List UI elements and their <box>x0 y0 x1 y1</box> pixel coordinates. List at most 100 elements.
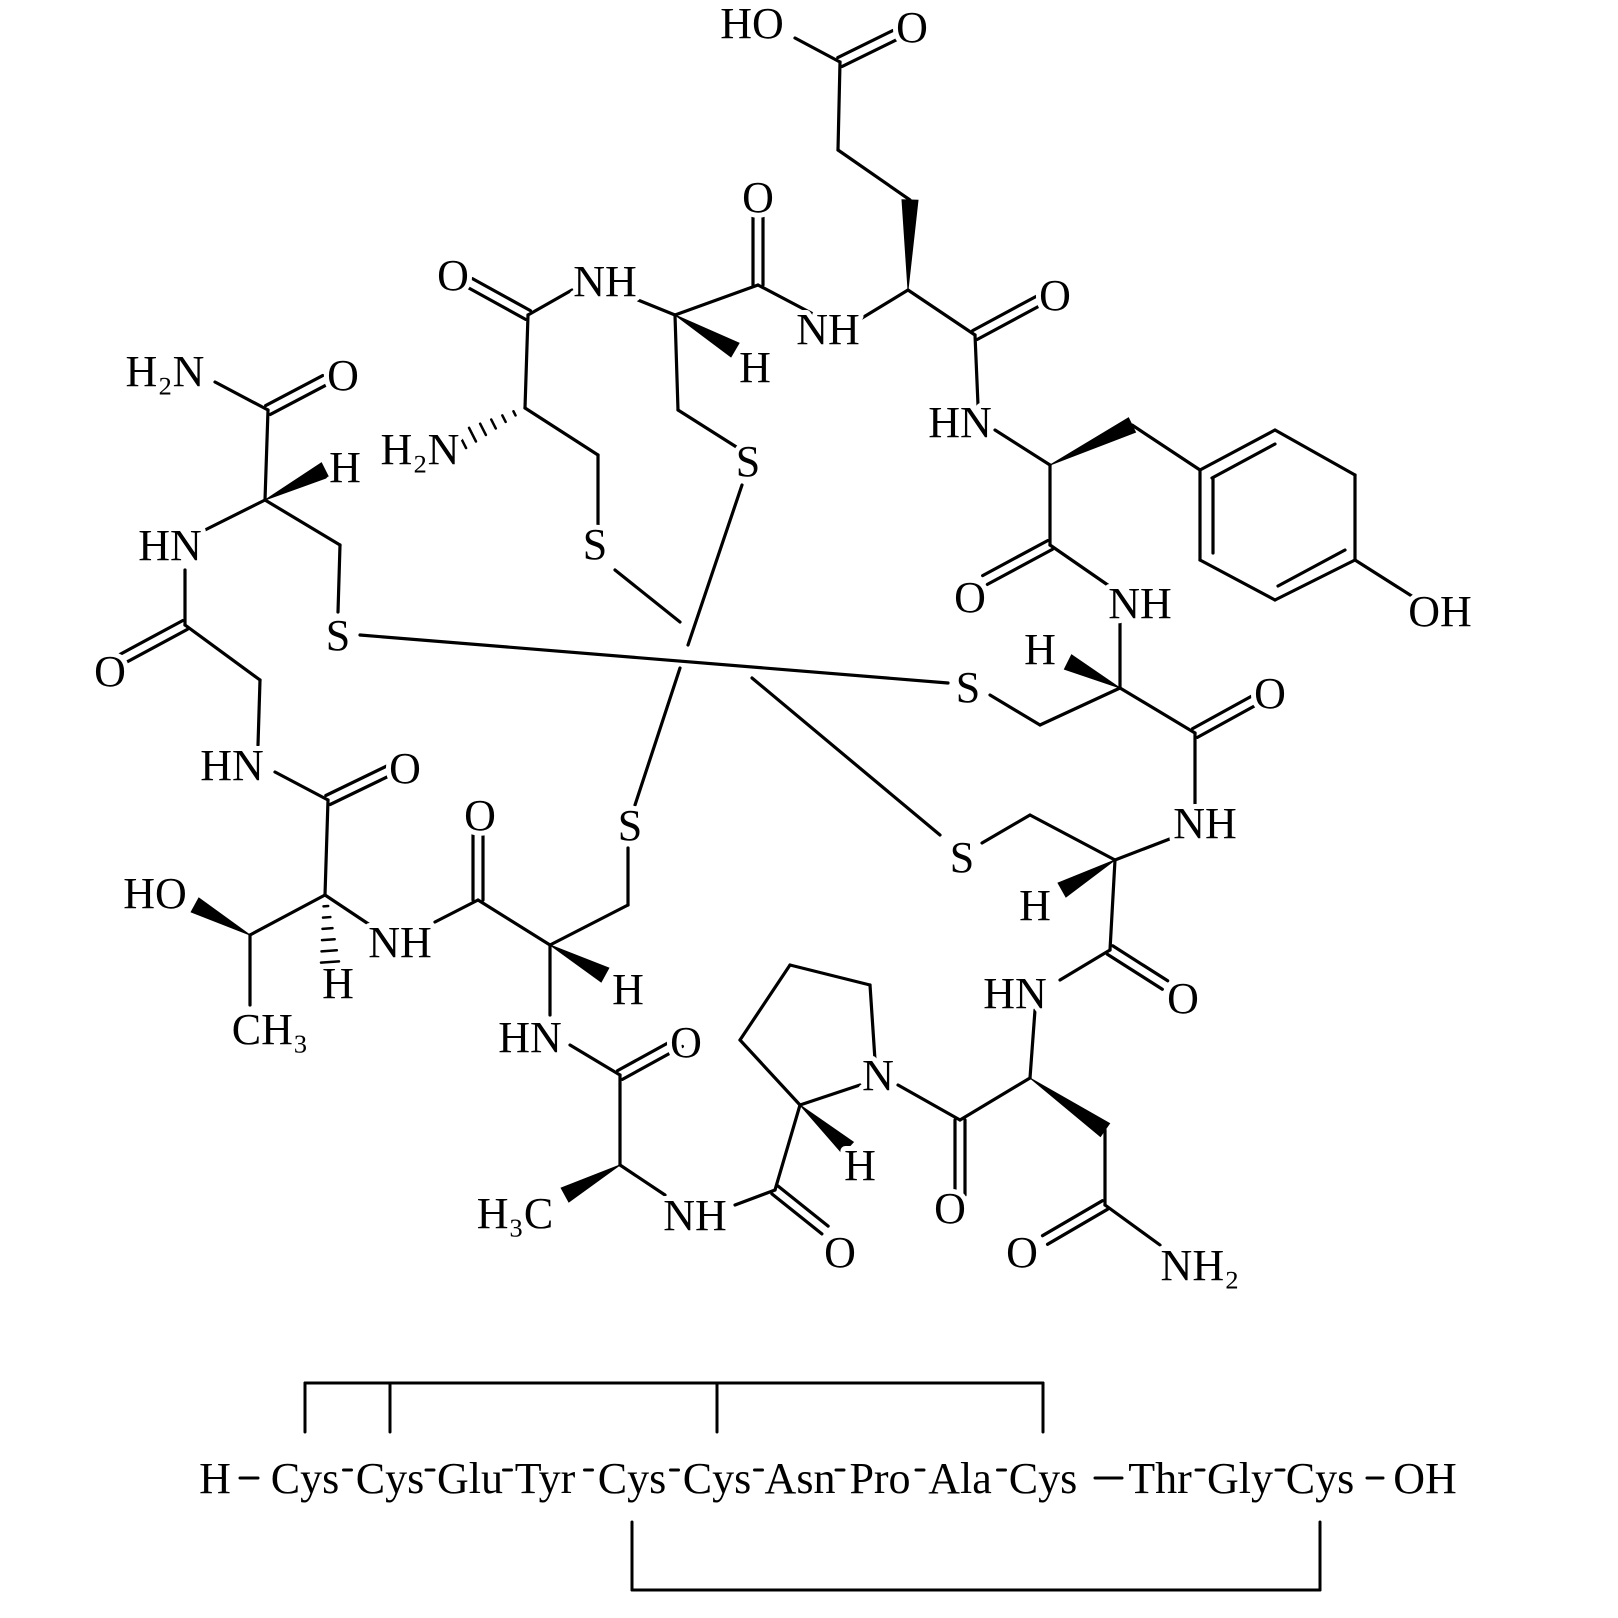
single-bond <box>568 1043 622 1077</box>
residue-label: Ala <box>928 1454 992 1503</box>
single-bond <box>263 408 270 502</box>
double-bond <box>971 293 1044 342</box>
atom-label: S <box>326 611 350 660</box>
atom-label: HO <box>720 0 784 48</box>
hashed-bond <box>319 904 341 964</box>
double-bond <box>264 373 329 417</box>
atom-label: H <box>1024 625 1056 674</box>
atom-label: HO <box>123 869 187 918</box>
double-bond <box>471 833 485 902</box>
single-bond <box>868 983 877 1062</box>
wedge-bond <box>901 199 919 291</box>
atom-label: NH <box>1108 579 1172 628</box>
atom-label: O <box>327 351 359 400</box>
single-bond <box>958 1076 1032 1122</box>
wedge-bond <box>190 897 251 936</box>
single-bond <box>1048 543 1117 592</box>
atom-label: O <box>670 1018 702 1067</box>
single-bond <box>336 543 342 614</box>
single-bond <box>1273 428 1357 477</box>
atom-label: O <box>1167 974 1199 1023</box>
atom-label: N <box>862 1051 894 1100</box>
atom-label: HN <box>983 969 1047 1018</box>
single-bond <box>798 1083 862 1107</box>
wedge-bond <box>1029 1077 1111 1138</box>
wedge-bond <box>1057 859 1116 898</box>
double-bond <box>324 763 394 807</box>
single-bond <box>836 60 842 152</box>
single-bond <box>1103 1203 1162 1247</box>
atom-label: O <box>437 251 469 300</box>
wedge-bond <box>560 1164 621 1203</box>
residue-label: Cys <box>271 1454 339 1503</box>
atom-label: HN <box>498 1013 562 1062</box>
single-bond <box>988 693 1042 727</box>
atom-label: O <box>742 173 774 222</box>
atom-label: O <box>824 1228 856 1277</box>
atom-label: NH <box>663 1191 727 1240</box>
single-bond <box>636 298 677 317</box>
single-bond <box>323 798 330 897</box>
wedge-bond <box>799 1104 855 1155</box>
atom-label: O <box>389 744 421 793</box>
wedge-bond <box>1049 417 1137 466</box>
atom-label: NH <box>368 918 432 967</box>
atom-label: H <box>329 443 361 492</box>
single-bond <box>1353 558 1420 602</box>
atom-label: NH <box>573 257 637 306</box>
single-bond <box>248 893 327 937</box>
single-bond <box>750 676 942 837</box>
single-bond <box>673 283 760 317</box>
single-bond <box>1198 558 1277 602</box>
single-bond <box>273 770 330 802</box>
atom-label: OH <box>1408 587 1472 636</box>
atom-label: S <box>956 663 980 712</box>
single-bond <box>1113 833 1182 862</box>
atom-label: NH <box>796 305 860 354</box>
single-bond <box>1118 686 1197 735</box>
single-bond <box>756 283 817 317</box>
single-bond <box>323 893 372 927</box>
single-bond <box>526 288 574 317</box>
double-bond <box>116 618 189 667</box>
single-bond <box>773 1103 802 1192</box>
atom-label: H₂N <box>126 347 205 396</box>
single-bond <box>1276 548 1347 588</box>
atom-label: CH₃ <box>232 1005 308 1054</box>
single-bond <box>476 898 552 947</box>
single-bond <box>1130 423 1202 472</box>
single-bond <box>1038 686 1122 727</box>
residue-label: Tyr <box>515 1454 576 1503</box>
n-terminus: H <box>199 1454 231 1503</box>
atom-label: H <box>844 1141 876 1190</box>
single-bond <box>618 1163 667 1197</box>
residue-label: Asn <box>765 1454 836 1503</box>
residue-label: Cys <box>598 1454 666 1503</box>
double-bond <box>1105 944 1170 991</box>
atom-label: NH₂ <box>1161 1241 1240 1290</box>
residue-label: Cys <box>683 1454 751 1503</box>
wedge-bond <box>549 944 610 983</box>
single-bond <box>788 963 872 987</box>
single-bond <box>213 380 270 412</box>
single-bond <box>263 498 342 547</box>
atom-label: S <box>583 520 607 569</box>
single-bond <box>1210 442 1277 480</box>
double-bond <box>981 538 1054 587</box>
residue-label: Thr <box>1128 1454 1192 1503</box>
single-bond <box>523 406 600 457</box>
atom-label: H <box>739 343 771 392</box>
single-bond <box>183 623 262 682</box>
single-bond <box>256 678 262 747</box>
single-bond <box>993 428 1052 467</box>
single-bond <box>673 313 680 412</box>
atom-label: S <box>618 801 642 850</box>
double-bond <box>770 1184 830 1236</box>
double-bond <box>836 28 899 69</box>
single-bond <box>358 633 950 685</box>
atom-label: O <box>1006 1228 1038 1277</box>
double-bond <box>465 277 533 321</box>
single-bond <box>203 498 267 532</box>
atom-label: O <box>934 1184 966 1233</box>
